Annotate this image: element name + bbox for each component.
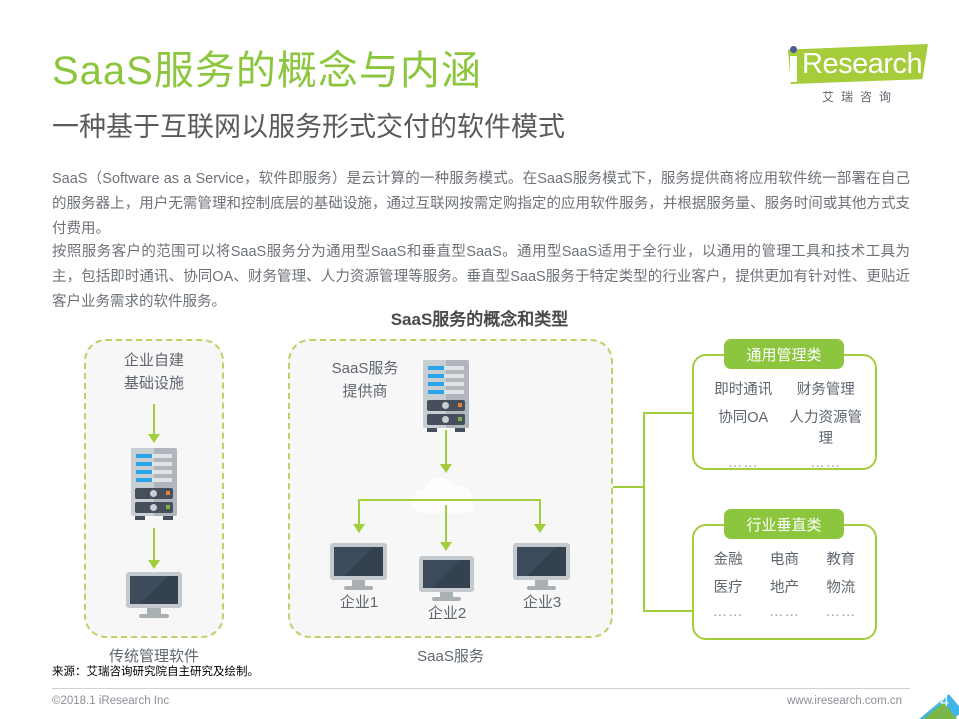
category-item: 物流 xyxy=(826,580,856,596)
mid-panel-label-line2: 提供商 xyxy=(342,383,388,400)
category-box-general: 即时通讯 财务管理 协同OA 人力资源管理 …… …… xyxy=(692,354,877,471)
category-item-ellipsis: …… xyxy=(727,455,759,471)
category-item: 教育 xyxy=(826,552,856,568)
left-arrow-1-head-icon xyxy=(148,434,160,443)
footer-divider xyxy=(52,688,910,689)
logo-i-stem-icon xyxy=(790,56,797,82)
category-vertical-items: 金融 电商 教育 医疗 地产 物流 …… …… …… xyxy=(694,548,875,620)
iresearch-logo: Research 艾瑞咨询 xyxy=(770,42,930,110)
mid-arrow-cloud-head-icon xyxy=(440,464,452,473)
bracket-bottom-line xyxy=(643,610,694,612)
category-item: 人力资源管理 xyxy=(789,410,863,447)
category-title-general: 通用管理类 xyxy=(724,339,844,369)
mid-panel-label: SaaS服务 提供商 xyxy=(322,357,408,403)
category-item-ellipsis: …… xyxy=(768,604,800,620)
mid-branch-right-head-icon xyxy=(534,524,546,533)
mid-branch-center-head-icon xyxy=(440,542,452,551)
left-arrow-2-head-icon xyxy=(148,560,160,569)
mid-branch-right-line xyxy=(539,499,541,527)
left-monitor-icon xyxy=(126,572,182,620)
logo-mark: Research xyxy=(770,42,930,86)
page-title: SaaS服务的概念与内涵 xyxy=(52,49,482,93)
left-panel-label-line1: 企业自建 xyxy=(123,352,184,369)
mid-branch-center-line xyxy=(445,505,447,545)
category-item-ellipsis: …… xyxy=(810,455,842,471)
bracket-top-line xyxy=(643,412,694,414)
left-server-icon xyxy=(131,448,177,522)
left-panel-label-line2: 基础设施 xyxy=(123,375,184,392)
category-title-vertical: 行业垂直类 xyxy=(724,509,844,539)
logo-parallelogram xyxy=(788,44,928,84)
corner-decoration xyxy=(895,653,959,719)
category-item: 地产 xyxy=(769,580,799,596)
figure-title: SaaS服务的概念和类型 xyxy=(390,310,569,329)
category-box-vertical: 金融 电商 教育 医疗 地产 物流 …… …… …… xyxy=(692,524,877,640)
page-subtitle: 一种基于互联网以服务形式交付的软件模式 xyxy=(52,112,565,142)
category-item: 医疗 xyxy=(713,580,743,596)
client-monitor-2-icon xyxy=(419,556,474,603)
client-monitor-3-icon xyxy=(513,543,570,592)
client-label-2: 企业2 xyxy=(427,605,467,622)
logo-subtext: 艾瑞咨询 xyxy=(821,90,898,104)
client-label-3: 企业3 xyxy=(522,594,562,611)
category-item-ellipsis: …… xyxy=(712,604,744,620)
category-item: 财务管理 xyxy=(796,382,855,398)
website-url: www.iresearch.com.cn xyxy=(786,695,902,707)
mid-server-icon xyxy=(423,360,469,434)
mid-panel-caption: SaaS服务 xyxy=(417,648,484,665)
category-item: 电商 xyxy=(769,552,799,568)
left-arrow-2-line xyxy=(153,528,155,562)
logo-i-dot-icon xyxy=(790,46,797,53)
copyright-text: ©2018.1 iResearch Inc xyxy=(52,695,170,707)
source-note: 来源：艾瑞咨询研究院自主研究及绘制。 xyxy=(52,666,259,678)
category-item-ellipsis: …… xyxy=(825,604,857,620)
mid-branch-left-head-icon xyxy=(353,524,365,533)
mid-branch-left-line xyxy=(358,499,360,527)
mid-panel-label-line1: SaaS服务 xyxy=(331,360,399,377)
category-item: 金融 xyxy=(713,552,743,568)
left-panel-caption: 传统管理软件 xyxy=(108,648,199,665)
left-panel-label: 企业自建 基础设施 xyxy=(84,349,224,395)
cloud-icon xyxy=(412,473,480,513)
left-arrow-1-line xyxy=(153,404,155,436)
category-general-items: 即时通讯 财务管理 协同OA 人力资源管理 …… …… xyxy=(694,378,875,471)
client-label-1: 企业1 xyxy=(339,594,379,611)
category-item: 协同OA xyxy=(718,410,769,426)
body-paragraph-1: SaaS（Software as a Service，软件即服务）是云计算的一种… xyxy=(52,171,910,237)
body-paragraph-2: 按照服务客户的范围可以将SaaS服务分为通用型SaaS和垂直型SaaS。通用型S… xyxy=(52,244,910,310)
mid-arrow-cloud-line xyxy=(445,430,447,467)
mid-branch-hline xyxy=(358,499,540,501)
logo-wordmark: Research xyxy=(802,48,923,80)
bracket-trunk-line xyxy=(643,412,645,612)
category-item: 即时通讯 xyxy=(714,382,773,398)
page-number: 4 xyxy=(940,693,949,710)
client-monitor-1-icon xyxy=(330,543,387,592)
bracket-stem-line xyxy=(613,486,645,488)
